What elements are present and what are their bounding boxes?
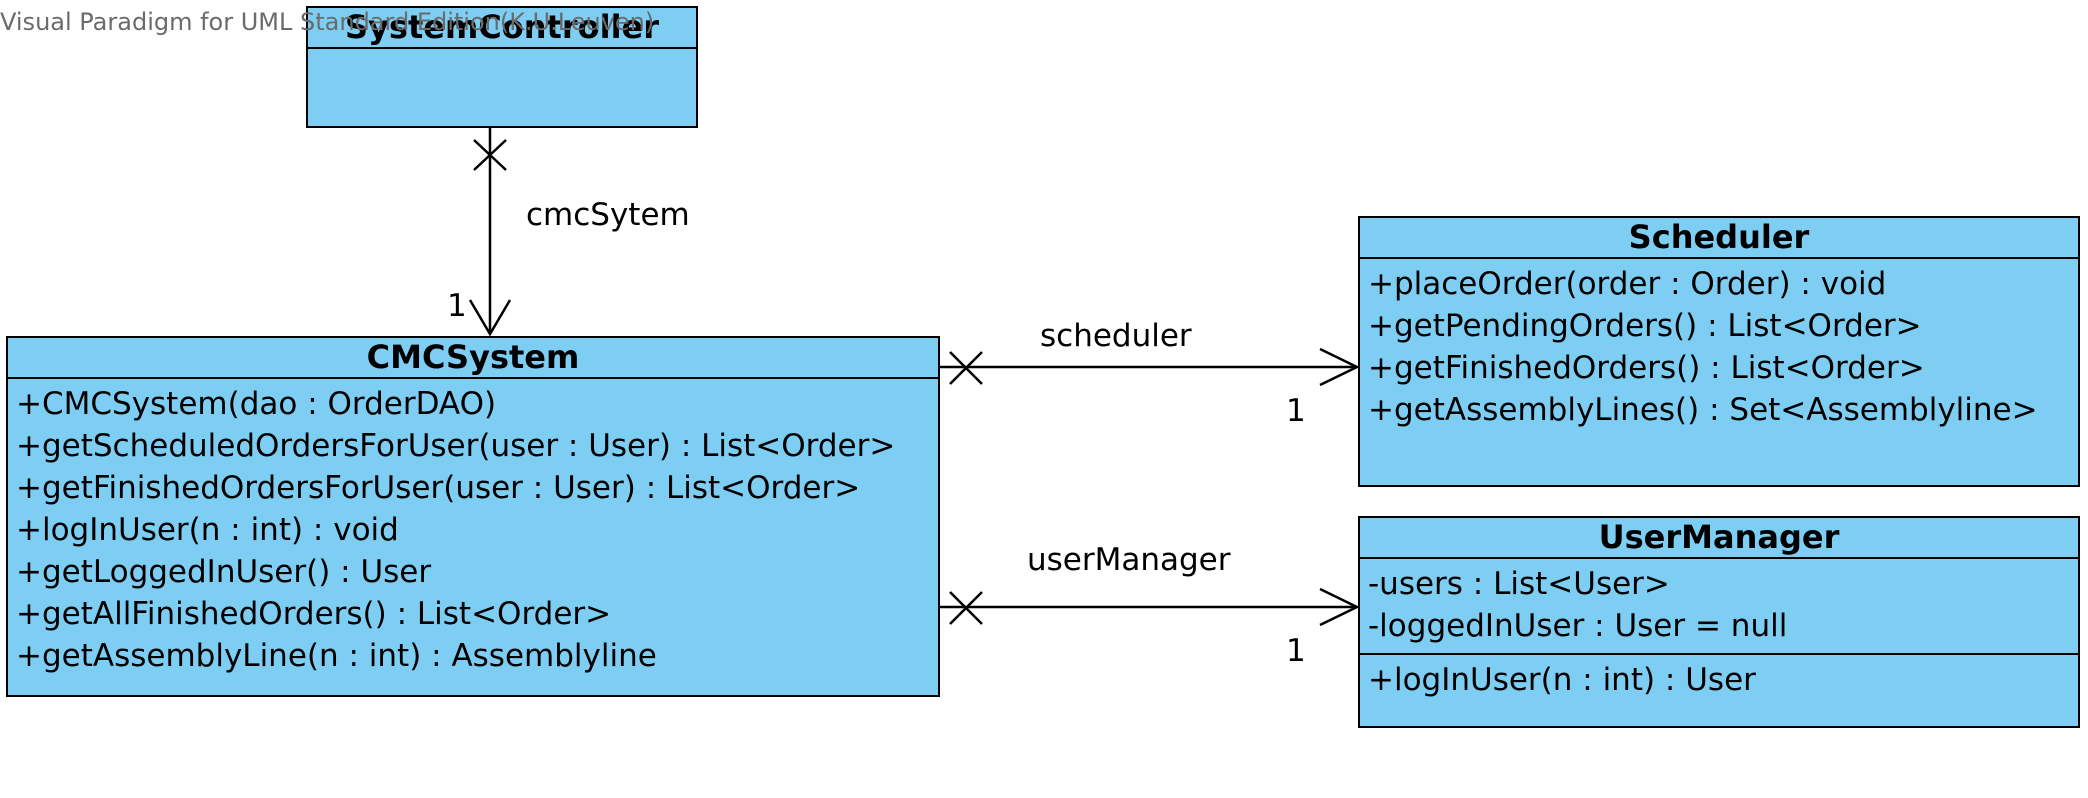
role-label-cmcsytem: cmcSytem [526, 197, 690, 233]
operations-compartment: +placeOrder(order : Order) : void +getPe… [1360, 259, 2078, 431]
class-name: SystemController [308, 8, 696, 49]
class-name: CMCSystem [8, 338, 938, 379]
operation: +getAssemblyLine(n : int) : Assemblyline [16, 638, 657, 674]
operation: +getScheduledOrdersForUser(user : User) … [16, 428, 896, 464]
operation: +placeOrder(order : Order) : void [1368, 266, 1887, 302]
operation: +logInUser(n : int) : void [16, 512, 399, 548]
x-mark-systemcontroller-end [473, 139, 507, 171]
operations-compartment: +logInUser(n : int) : User [1360, 655, 2078, 701]
attribute: -loggedInUser : User = null [1368, 608, 1788, 644]
class-name: UserManager [1360, 518, 2078, 559]
multiplicity-cmcsystem: 1 [447, 288, 467, 324]
role-label-usermanager: userManager [1027, 542, 1231, 578]
class-systemcontroller[interactable]: SystemController [306, 6, 698, 128]
class-name: Scheduler [1360, 218, 2078, 259]
operation: +getLoggedInUser() : User [16, 554, 432, 590]
class-scheduler[interactable]: Scheduler +placeOrder(order : Order) : v… [1358, 216, 2080, 487]
watermark-text: Visual Paradigm for UML Standard Edition… [0, 8, 655, 36]
arrowhead-to-cmcsystem [468, 299, 512, 337]
operation: +logInUser(n : int) : User [1368, 662, 1756, 698]
multiplicity-usermanager: 1 [1286, 633, 1306, 669]
arrowhead-to-scheduler [1319, 347, 1360, 387]
operation: +getAssemblyLines() : Set<Assemblyline> [1368, 392, 2038, 428]
x-mark-cmcsystem-scheduler-end [949, 351, 983, 385]
multiplicity-scheduler: 1 [1286, 393, 1306, 429]
attributes-compartment: -users : List<User> -loggedInUser : User… [1360, 559, 2078, 655]
operations-compartment: +CMCSystem(dao : OrderDAO) +getScheduled… [8, 379, 938, 677]
arrowhead-to-usermanager [1319, 587, 1360, 627]
operation: +getPendingOrders() : List<Order> [1368, 308, 1922, 344]
attribute: -users : List<User> [1368, 566, 1670, 602]
role-label-scheduler: scheduler [1040, 318, 1192, 354]
class-usermanager[interactable]: UserManager -users : List<User> -loggedI… [1358, 516, 2080, 728]
operation: +CMCSystem(dao : OrderDAO) [16, 386, 497, 422]
x-mark-cmcsystem-usermanager-end [949, 591, 983, 625]
operation: +getFinishedOrders() : List<Order> [1368, 350, 1925, 386]
operation: +getFinishedOrdersForUser(user : User) :… [16, 470, 861, 506]
class-cmcsystem[interactable]: CMCSystem +CMCSystem(dao : OrderDAO) +ge… [6, 336, 940, 697]
operation: +getAllFinishedOrders() : List<Order> [16, 596, 612, 632]
